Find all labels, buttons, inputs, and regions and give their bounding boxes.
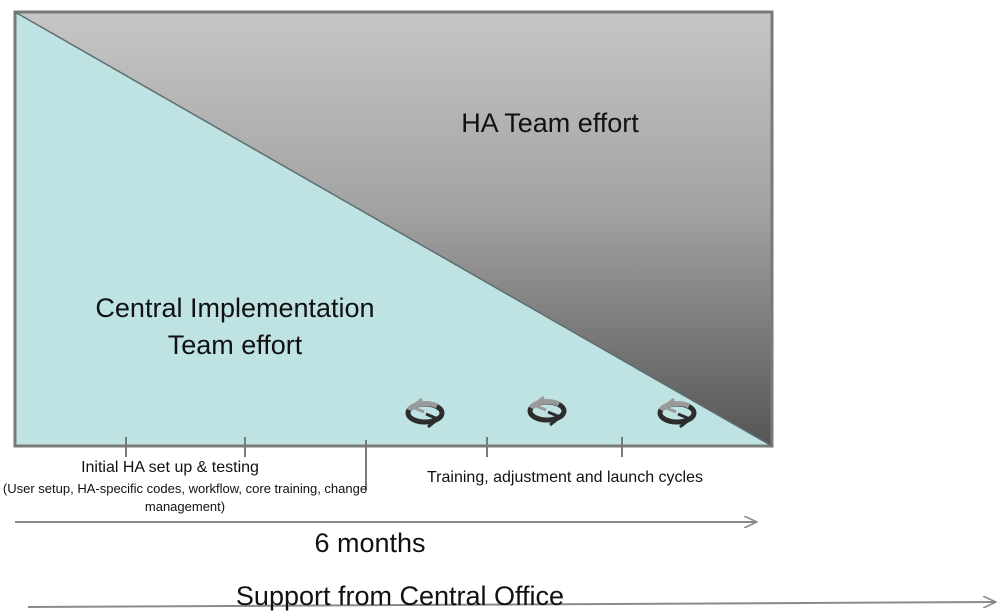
initial-setup-detail: (User setup, HA-specific codes, workflow… (2, 481, 368, 514)
initial-setup-label: Initial HA set up & testing (81, 459, 259, 476)
support-arrow (27, 602, 996, 607)
diagonal-divider (14, 11, 773, 447)
central-team-effort-label: Central Implementation Team effort (30, 290, 440, 364)
central-label-line-1: Central Implementation (95, 293, 375, 323)
timeline-ticks (125, 437, 623, 491)
diagram-frame (13, 10, 774, 448)
training-cycles-label: Training, adjustment and launch cycles (427, 469, 703, 486)
ha-team-effort-label: HA Team effort (461, 108, 639, 138)
central-label-line-2: Team effort (167, 330, 303, 360)
support-label: Support from Central Office (235, 581, 565, 611)
duration-label: 6 months (314, 528, 426, 558)
